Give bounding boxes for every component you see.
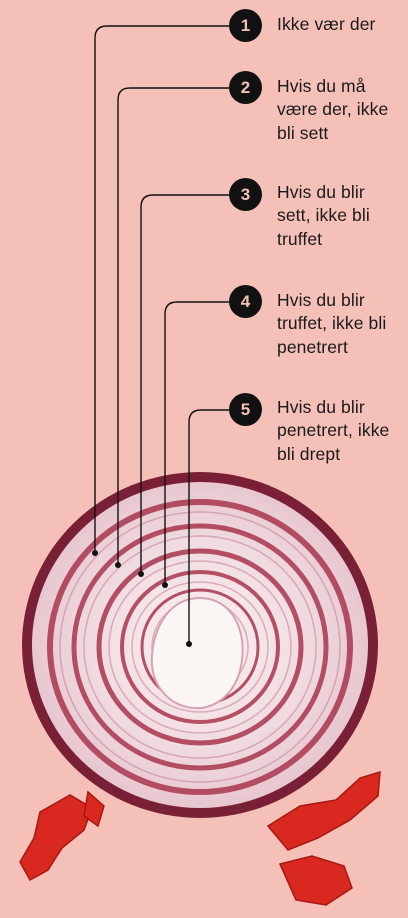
peel-piece-1	[20, 795, 92, 880]
leader-dot-2	[115, 562, 121, 568]
step-5-label: Hvis du blir penetrert, ikke bli drept	[277, 396, 407, 466]
step-5-badge: 5	[229, 393, 262, 426]
step-4-label: Hvis du blir truffet, ikke bli penetrert	[277, 289, 407, 359]
leader-dot-5	[186, 641, 192, 647]
step-2-badge: 2	[229, 71, 262, 104]
step-4-badge: 4	[229, 285, 262, 318]
step-3-badge: 3	[229, 178, 262, 211]
step-3-label: Hvis du blir sett, ikke bli truffet	[277, 181, 395, 251]
onion-cross-section	[22, 472, 378, 818]
step-1-badge: 1	[229, 9, 262, 42]
leader-dot-4	[162, 582, 168, 588]
leader-dot-3	[138, 571, 144, 577]
peel-piece-4	[280, 856, 352, 905]
leader-dot-1	[92, 550, 98, 556]
step-2-label: Hvis du må være der, ikke bli sett	[277, 75, 395, 145]
step-1-label: Ikke vær der	[277, 13, 405, 36]
onion-core	[152, 598, 243, 708]
